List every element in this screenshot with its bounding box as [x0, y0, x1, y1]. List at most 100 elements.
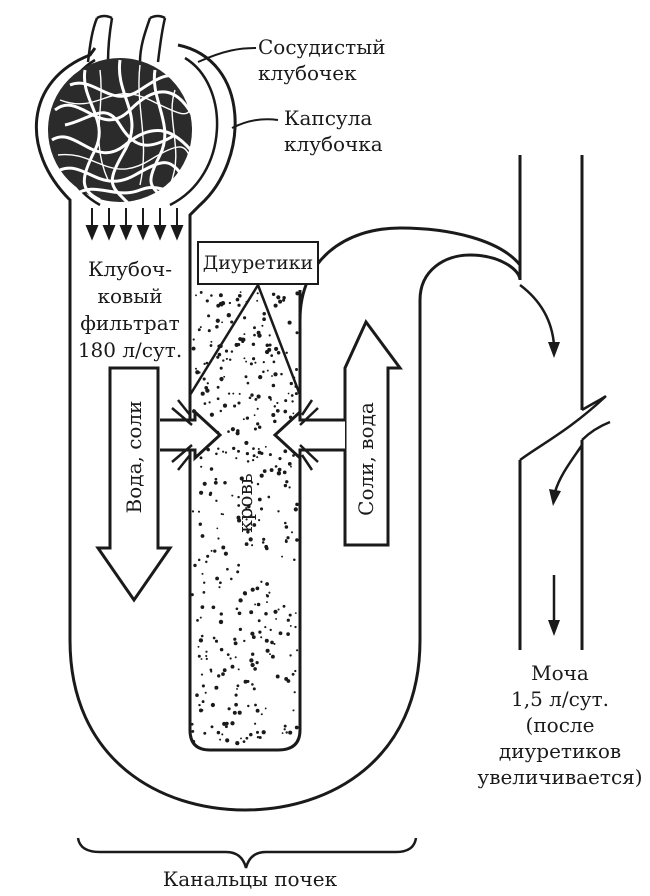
capsule-inner-wall-right — [169, 56, 219, 207]
filtration-arrows — [85, 208, 184, 241]
blood-dot — [288, 613, 292, 617]
blood-dot — [233, 641, 238, 646]
blood-dot — [294, 392, 298, 396]
blood-dot — [195, 693, 199, 697]
tubule-inner-loop — [298, 226, 522, 321]
blood-dot — [232, 710, 237, 715]
blood-dot — [225, 721, 229, 726]
blood-dot — [256, 407, 259, 410]
blood-dot — [205, 650, 208, 653]
blood-dot — [264, 611, 268, 616]
blood-dot — [254, 722, 257, 725]
blood-dot — [191, 729, 195, 733]
blood-dot — [285, 351, 288, 355]
blood-dot — [268, 395, 272, 399]
blood-dot — [243, 333, 246, 336]
blood-dot — [237, 668, 240, 671]
blood-dot — [274, 346, 279, 351]
blood-dot — [220, 513, 223, 515]
blood-dot — [245, 736, 249, 740]
filtrate-label-line4: 180 л/сут. — [77, 338, 183, 362]
blood-dot — [256, 299, 259, 302]
blood-dot — [284, 521, 287, 525]
blood-dot — [221, 733, 224, 736]
blood-dot — [207, 314, 211, 318]
blood-dot — [264, 544, 269, 549]
left-transfer-arrow — [160, 408, 223, 462]
capsule-outer-wall — [34, 47, 97, 262]
blood-dot — [217, 447, 220, 450]
blood-dot — [234, 693, 238, 697]
blood-dot — [240, 737, 242, 740]
blood-dot — [270, 654, 275, 659]
blood-dot — [253, 427, 257, 431]
blood-dot — [275, 617, 278, 620]
blood-dot — [264, 445, 267, 448]
blood-dot — [227, 707, 231, 711]
blood-dot — [222, 513, 225, 516]
salts-water-arrow — [343, 319, 403, 547]
blood-dot — [202, 377, 206, 381]
blood-dot — [198, 703, 201, 707]
blood-dot — [295, 502, 299, 507]
blood-dot — [262, 311, 266, 316]
blood-dot — [292, 709, 295, 712]
blood-dot — [251, 342, 256, 347]
blood-dot — [253, 333, 256, 337]
blood-dot — [212, 636, 216, 640]
blood-dot — [256, 482, 260, 486]
blood-dot — [257, 447, 260, 451]
capsule-label-line2: клубочка — [284, 132, 383, 156]
blood-dot — [259, 473, 264, 478]
blood-dot — [295, 538, 299, 542]
blood-dot — [268, 334, 271, 337]
blood-dot — [295, 368, 298, 371]
blood-dot — [227, 430, 230, 433]
blood-dot — [210, 670, 213, 673]
blood-dot — [237, 563, 240, 567]
blood-dot — [221, 672, 225, 676]
blood-dot — [226, 653, 230, 656]
blood-dot — [270, 640, 274, 645]
blood-dot — [218, 293, 223, 298]
blood-dot — [216, 730, 221, 735]
blood-dot — [236, 570, 240, 574]
blood-dot — [219, 581, 222, 585]
blood-dot — [205, 361, 209, 365]
blood-dot — [271, 412, 276, 418]
blood-dot — [237, 495, 240, 499]
blood-vessel-outline — [188, 290, 302, 752]
blood-dot — [195, 370, 200, 375]
blood-dot — [275, 674, 280, 679]
blood-dot — [242, 740, 246, 743]
blood-dot — [219, 738, 222, 741]
blood-dot — [245, 451, 250, 456]
blood-dot — [271, 375, 273, 377]
blood-dot — [237, 504, 241, 507]
blood-dot — [221, 321, 224, 324]
blood-dot — [248, 537, 253, 542]
blood-dot — [223, 375, 226, 378]
blood-dot — [296, 649, 299, 652]
blood-dot — [230, 577, 233, 581]
blood-dot — [259, 507, 264, 511]
blood-dot — [268, 453, 272, 457]
blood-dot — [262, 317, 266, 322]
blood-dot — [232, 392, 235, 395]
blood-dot — [258, 630, 262, 634]
blood-dot — [283, 483, 288, 488]
blood-dot — [197, 558, 201, 562]
blood-dot — [224, 451, 228, 454]
blood-dot — [273, 405, 277, 408]
blood-dot — [289, 624, 292, 627]
blood-dot — [250, 514, 253, 517]
blood-dot — [266, 369, 269, 372]
blood-dot — [249, 362, 253, 366]
blood-dot — [216, 385, 220, 389]
right-transfer-arrow — [272, 408, 345, 462]
blood-dot — [262, 370, 265, 374]
blood-dot — [250, 481, 254, 484]
blood-dot — [286, 679, 291, 683]
blood-dot — [225, 738, 230, 743]
blood-dot — [219, 366, 223, 370]
